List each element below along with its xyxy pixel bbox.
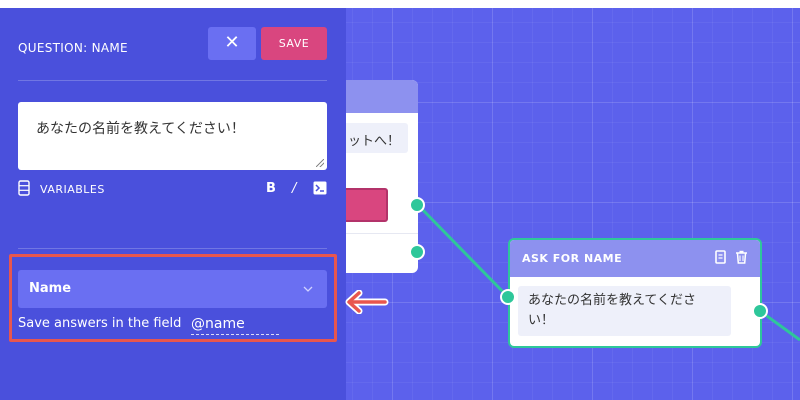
connector-port[interactable] bbox=[500, 289, 516, 305]
copy-icon[interactable] bbox=[715, 250, 727, 267]
trash-icon[interactable] bbox=[735, 250, 748, 267]
resize-handle[interactable] bbox=[316, 159, 324, 167]
save-button[interactable]: SAVE bbox=[261, 27, 327, 60]
save-field-select[interactable]: Name bbox=[18, 270, 327, 308]
save-field-variable-input[interactable] bbox=[191, 313, 279, 335]
select-value: Name bbox=[29, 281, 72, 296]
connector-port[interactable] bbox=[409, 244, 425, 260]
panel-divider bbox=[18, 248, 327, 249]
top-bar bbox=[0, 0, 800, 8]
node-divider bbox=[300, 233, 418, 234]
variables-button[interactable]: VARIABLES bbox=[40, 183, 105, 196]
node-title: ASK FOR NAME bbox=[522, 252, 623, 265]
flow-node-ask-for-name[interactable]: ASK FOR NAME あなたの名前を教えてください！ bbox=[508, 238, 762, 348]
bold-button[interactable]: B bbox=[266, 181, 276, 196]
panel-divider bbox=[18, 80, 327, 81]
terminal-icon[interactable] bbox=[313, 180, 327, 199]
connector-port[interactable] bbox=[752, 303, 768, 319]
highlight-annotation bbox=[9, 254, 337, 342]
chevron-down-icon bbox=[303, 282, 313, 297]
close-icon: ✕ bbox=[224, 32, 240, 53]
editor-toolbar: VARIABLES B / bbox=[18, 180, 327, 198]
save-field-caption: Save answers in the field bbox=[18, 316, 182, 331]
panel-title: QUESTION: NAME bbox=[18, 41, 128, 55]
close-button[interactable]: ✕ bbox=[208, 27, 256, 60]
question-edit-panel: QUESTION: NAME ✕ SAVE あなたの名前を教えてください！ VA… bbox=[0, 8, 346, 400]
question-text-input[interactable]: あなたの名前を教えてください！ bbox=[18, 102, 327, 170]
database-icon[interactable] bbox=[18, 180, 30, 200]
node-header: ASK FOR NAME bbox=[510, 240, 760, 277]
node-message: あなたの名前を教えてください！ bbox=[518, 286, 731, 336]
italic-button[interactable]: / bbox=[292, 181, 297, 196]
connector-port[interactable] bbox=[409, 197, 425, 213]
left-arrow-icon bbox=[345, 290, 389, 314]
